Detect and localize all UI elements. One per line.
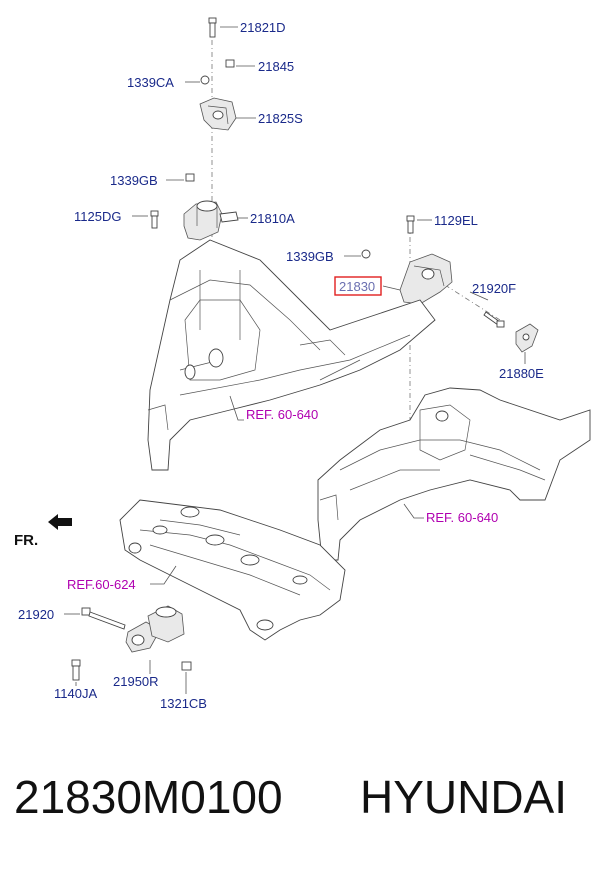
bolt-21920 (81, 607, 126, 630)
direction-label: FR. (14, 532, 38, 549)
label-21810a[interactable]: 21810A (250, 211, 295, 226)
highlight-box-21830 (334, 276, 382, 296)
leader-ref2 (403, 503, 424, 519)
bolt-21920f (483, 311, 505, 328)
label-21950r[interactable]: 21950R (113, 674, 159, 689)
label-21845[interactable]: 21845 (258, 59, 294, 74)
side-member-right (317, 387, 591, 561)
engine-mount-21810a (183, 200, 239, 241)
label-21821d[interactable]: 21821D (240, 20, 286, 35)
leader-21830 (382, 285, 401, 291)
bolt-21821d (208, 17, 217, 38)
label-21880e[interactable]: 21880E (499, 366, 544, 381)
assembly-line-bolt (444, 284, 501, 321)
nut-1339ca (200, 75, 210, 85)
leader-21920f (469, 291, 489, 301)
nut-1321cb (181, 661, 192, 671)
label-1129el[interactable]: 1129EL (434, 213, 478, 228)
label-1339ca[interactable]: 1339CA (127, 75, 174, 90)
roll-rod-21950r (125, 605, 185, 653)
parts-diagram: 21821D 21845 1339CA 21825S 1339GB 1125DG… (14, 17, 591, 711)
nut-1339gb-b (361, 249, 371, 259)
label-21920[interactable]: 21920 (18, 607, 54, 622)
ref-60-624[interactable]: REF.60-624 (67, 577, 136, 592)
label-1339gb-b[interactable]: 1339GB (286, 249, 334, 264)
bracket-21880e (515, 323, 539, 353)
bolt-1140ja (71, 659, 81, 681)
label-21830[interactable]: 21830 (339, 279, 375, 294)
front-arrow-icon (48, 514, 72, 530)
brand-name: HYUNDAI (360, 771, 568, 823)
transmission-mount-21830 (399, 253, 453, 305)
bolt-1129el (406, 215, 415, 234)
label-1321cb[interactable]: 1321CB (160, 696, 207, 711)
leader-ref3 (150, 565, 177, 585)
subframe-crossmember (119, 499, 346, 641)
bracket-21825s (199, 97, 237, 131)
label-21920f[interactable]: 21920F (472, 281, 516, 296)
side-member-left (147, 239, 436, 471)
leader-ref1 (229, 395, 244, 421)
label-1140ja[interactable]: 1140JA (54, 686, 97, 701)
bolt-1125dg (150, 210, 159, 229)
ref-60-640-lower[interactable]: REF. 60-640 (426, 510, 498, 525)
footer-caption: 21830M0100 HYUNDAI (0, 770, 602, 840)
nut-1339gb-a (185, 173, 195, 182)
nut-21845 (225, 59, 235, 68)
label-21825s[interactable]: 21825S (258, 111, 303, 126)
label-1339gb-a[interactable]: 1339GB (110, 173, 158, 188)
part-number: 21830M0100 (14, 771, 283, 823)
label-1125dg[interactable]: 1125DG (74, 209, 121, 224)
ref-60-640-upper[interactable]: REF. 60-640 (246, 407, 318, 422)
